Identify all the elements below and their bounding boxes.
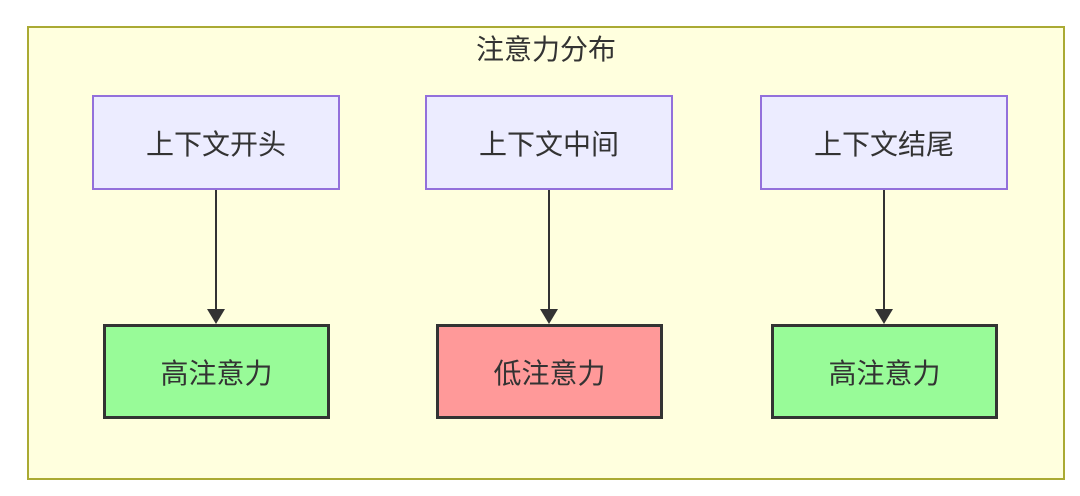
diagram-title: 注意力分布 — [475, 34, 616, 65]
arrow-line-end — [883, 190, 885, 310]
node-high-attention-right-label: 高注意力 — [828, 357, 941, 389]
node-high-attention-left: 高注意力 — [103, 324, 330, 419]
arrow-head-icon — [207, 309, 225, 324]
node-low-attention-middle-label: 低注意力 — [493, 357, 606, 389]
node-context-end-label: 上下文结尾 — [813, 128, 954, 160]
node-high-attention-right: 高注意力 — [771, 324, 998, 419]
node-context-beginning-label: 上下文开头 — [145, 128, 286, 160]
attention-distribution-container: 注意力分布 上下文开头 高注意力 上下文中间 低注意力 上下文结尾 高注意力 — [27, 26, 1065, 480]
node-context-middle-label: 上下文中间 — [478, 128, 619, 160]
node-high-attention-left-label: 高注意力 — [160, 357, 273, 389]
arrow-head-icon — [875, 309, 893, 324]
arrow-head-icon — [540, 309, 558, 324]
arrow-line-middle — [548, 190, 550, 310]
node-context-beginning: 上下文开头 — [92, 95, 340, 190]
arrow-line-beginning — [215, 190, 217, 310]
node-low-attention-middle: 低注意力 — [436, 324, 663, 419]
node-context-middle: 上下文中间 — [425, 95, 673, 190]
node-context-end: 上下文结尾 — [760, 95, 1008, 190]
